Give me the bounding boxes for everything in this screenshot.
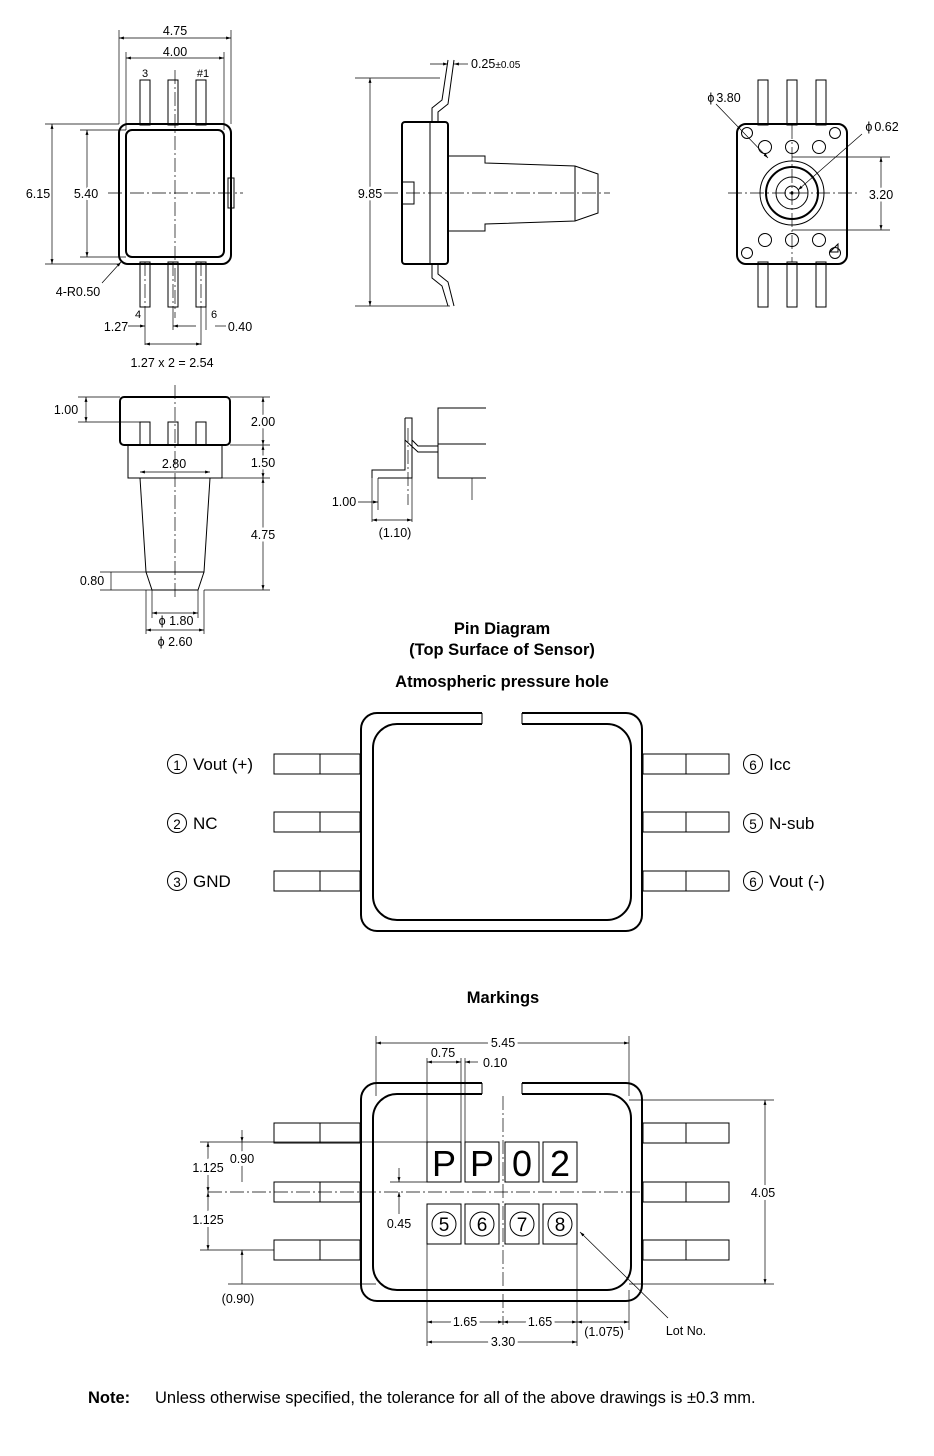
dim-tip-height: 0.80 [80,574,104,588]
dim-step-height: 1.50 [251,456,275,470]
dim-row-pitch-a: 1.125 [192,1161,223,1175]
dim-edge-ref: (1.075) [584,1325,624,1339]
lead-detail: 1.00 (1.10) [332,407,486,540]
dim-side-height: 9.85 [358,187,382,201]
dim-center-offset: 0.45 [387,1217,411,1231]
lot-digit-3: 7 [517,1215,528,1236]
dim-outer-diameter-front: ϕ 2.60 [158,635,193,649]
pin6-label: 6 [211,309,217,321]
pin-num-3: 3 [173,875,181,890]
lot-digit-4: 8 [555,1215,566,1236]
pin1-label: #1 [197,68,209,80]
dim-pitch: 1.27 [104,320,128,334]
lot-digit-1: 5 [439,1215,450,1236]
marking-char-4: 2 [550,1143,570,1184]
dim-row-pitch-b: 1.125 [192,1213,223,1227]
dim-span: 1.27 x 2 = 2.54 [130,356,213,370]
lot-digit-2: 6 [477,1215,488,1236]
marking-char-1: P [432,1143,456,1184]
markings-title: Markings [467,989,539,1007]
pin-label-vout-plus: Vout (+) [193,755,253,774]
dim-lead-thickness: 0.25±0.05 [471,57,521,71]
dim-half-b: 1.65 [528,1315,552,1329]
pressure-hole-label: Atmospheric pressure hole [395,673,609,691]
dim-top-thickness: 1.00 [54,403,78,417]
pin-label-gnd: GND [193,872,231,891]
pin-num-6b: 6 [749,875,757,890]
dim-half-a: 1.65 [453,1315,477,1329]
pin-label-nc: NC [193,814,218,833]
markings-view: Markings P P 0 2 5 6 7 8 [189,989,778,1352]
dim-overall-height: 6.15 [26,187,50,201]
dim-total: 3.30 [491,1335,515,1349]
dim-overall-width: 4.75 [163,24,187,38]
dim-marking-height: 4.05 [751,1186,775,1200]
dim-top-offset: 0.90 [230,1152,254,1166]
side-view: 9.85 0.25±0.05 [355,57,610,307]
note-label: Note: [88,1389,130,1407]
footnote: Note: Unless otherwise specified, the to… [88,1389,756,1407]
dim-lead-foot-ref: (1.10) [379,526,412,540]
pin3-label: 3 [142,68,148,80]
pin-num-6a: 6 [749,758,757,773]
dim-inner-diameter: ϕ 1.80 [159,614,194,628]
dim-lead-width: 0.40 [228,320,252,334]
note-text: Unless otherwise specified, the toleranc… [155,1389,756,1407]
pin-diagram-subtitle: (Top Surface of Sensor) [409,641,595,659]
dim-body-width: 4.00 [163,45,187,59]
dim-body-height-front: 2.00 [251,415,275,429]
dim-nozzle-length: 4.75 [251,528,275,542]
pin-num-2: 2 [173,817,181,832]
dim-bottom-ref: (0.90) [222,1292,255,1306]
lot-number-label: Lot No. [666,1324,706,1338]
dim-char-gap: 0.10 [483,1056,507,1070]
pin4-label: 4 [135,309,141,321]
pin-label-nsub: N-sub [769,814,814,833]
dim-marking-width: 5.45 [491,1036,515,1050]
dim-body-height: 5.40 [74,187,98,201]
marking-char-3: 0 [512,1143,532,1184]
marking-char-2: P [470,1143,494,1184]
pin-label-icc: Icc [769,755,791,774]
pin-num-1: 1 [173,758,181,773]
pin-diagram-title: Pin Diagram [454,620,550,638]
pin-diagram: Pin Diagram (Top Surface of Sensor) Atmo… [167,620,825,932]
dim-center-distance: 3.20 [869,188,893,202]
pin-num-5: 5 [749,817,757,832]
dim-lead-foot: 1.00 [332,495,356,509]
dim-step-width: 2.80 [162,457,186,471]
dim-corner-radius: 4-R0.50 [56,285,101,299]
top-view: 4.75 4.00 3 #1 6.15 5.40 4-R0.50 4 6 1.2… [26,24,252,370]
front-view: 1.00 2.00 1.50 2.80 4.75 0.80 ϕ 1.80 ϕ 2… [54,385,278,649]
pin-label-vout-minus: Vout (-) [769,872,825,891]
dim-char-width: 0.75 [431,1046,455,1060]
